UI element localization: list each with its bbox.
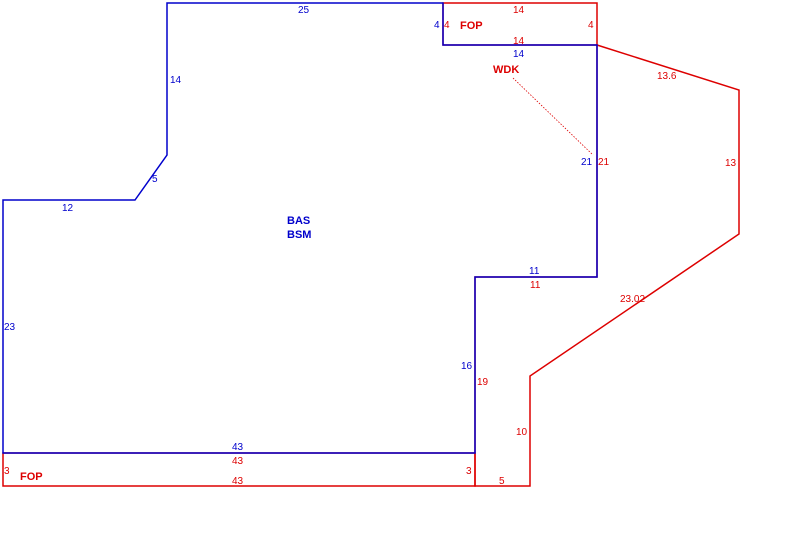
dim-main-left: 23 (4, 322, 16, 333)
dim-main-left-step: 12 (62, 203, 74, 214)
deck-outline (474, 43, 740, 487)
dim-deck-top-diag: 13.6 (657, 71, 677, 82)
dim-main-upper-left: 14 (170, 75, 182, 86)
dim-deck-bottom: 5 (499, 476, 505, 487)
dim-deck-left-upper: 21 (598, 157, 610, 168)
dim-deck-notch: 11 (530, 280, 541, 291)
dim-porch-bottom-bottom: 43 (232, 476, 244, 487)
dim-porch-bottom-left: 3 (4, 466, 10, 477)
dim-deck-long-diag: 23.02 (620, 294, 645, 305)
deck-leader-line (512, 77, 594, 156)
area-label-wdk: WDK (493, 64, 519, 76)
dim-main-notch: 11 (529, 266, 540, 277)
dim-porch-top-top: 14 (513, 5, 525, 16)
area-label-fop-top: FOP (460, 20, 483, 32)
main-structure-outline (2, 2, 598, 454)
dim-deck-left-lower: 19 (477, 377, 489, 388)
dim-main-inner-right: 16 (461, 361, 473, 372)
dim-deck-lower-right: 10 (516, 427, 528, 438)
dim-porch-bottom-right: 3 (466, 466, 472, 477)
dim-main-bottom: 43 (232, 442, 244, 453)
area-label-bas: BAS (287, 215, 310, 227)
dim-deck-right: 13 (725, 158, 737, 169)
dim-main-notch-side: 4 (434, 20, 440, 31)
dim-main-upper-notch: 14 (513, 49, 525, 60)
area-label-bsm: BSM (287, 229, 311, 241)
dim-porch-bottom-top: 43 (232, 456, 244, 467)
dim-main-right: 21 (581, 157, 593, 168)
dim-porch-top-left: 4 (444, 20, 450, 31)
dim-main-diagonal: 5 (152, 174, 158, 185)
dim-porch-top-bottom: 14 (513, 36, 525, 47)
dim-main-top: 25 (298, 5, 310, 16)
dim-porch-top-right: 4 (588, 20, 594, 31)
area-label-fop-bottom: FOP (20, 471, 43, 483)
